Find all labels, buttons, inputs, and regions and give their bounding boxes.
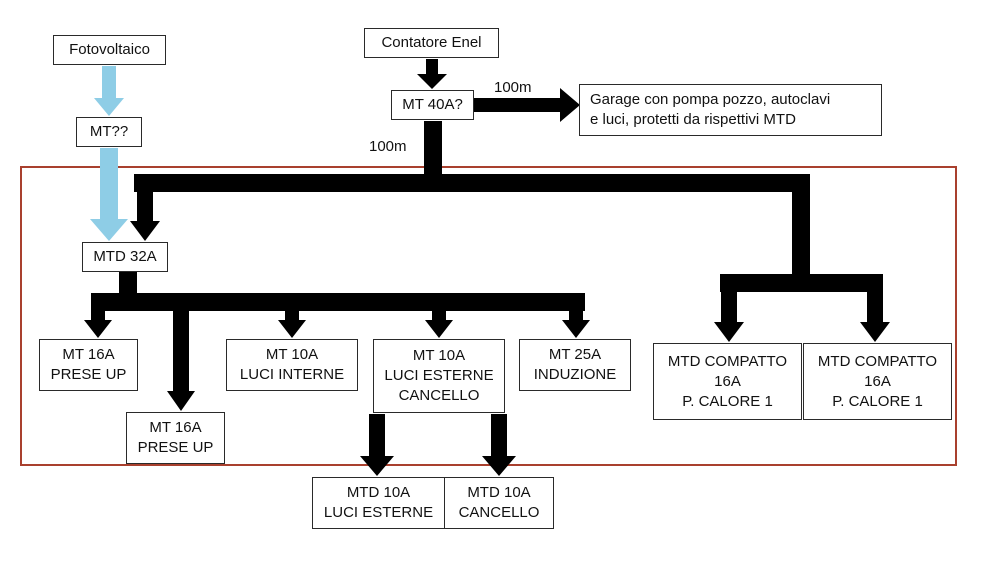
mt10-interne-arrow <box>278 293 306 338</box>
node-label-line: Contatore Enel <box>381 34 482 51</box>
mtd32-drop <box>119 272 137 296</box>
node-label-line: MT 10A <box>265 346 319 363</box>
node-label-line: CANCELLO <box>398 387 480 404</box>
mtd10-cancello-arrow <box>482 414 516 476</box>
mt25-arrow <box>562 293 590 338</box>
protected-area-frame <box>20 166 957 466</box>
node-mtd-compatto-1: MTD COMPATTO 16A P. CALORE 1 <box>653 343 802 420</box>
node-label-line: LUCI ESTERNE <box>323 504 434 521</box>
node-label-line: P. CALORE 1 <box>832 392 923 410</box>
mt16a-arrow-2 <box>167 293 195 411</box>
node-label-line: LUCI INTERNE <box>239 366 345 383</box>
node-mt-10a-luci-interne: MT 10A LUCI INTERNE <box>226 339 358 391</box>
mtd32-bus <box>91 293 585 311</box>
node-label-line: LUCI ESTERNE <box>384 367 494 384</box>
mt16a-arrow-1 <box>84 293 112 338</box>
node-mt-16a-prese-a: MT 16A PRESE UP <box>39 339 138 391</box>
node-label-line: INDUZIONE <box>533 366 617 383</box>
node-label-line: MTD 32A <box>93 248 157 265</box>
node-label-line: 16A <box>714 372 741 390</box>
node-label-line: MTD 10A <box>346 484 411 501</box>
node-contatore-enel: Contatore Enel <box>364 28 499 58</box>
node-label-line: PRESE UP <box>137 439 214 456</box>
node-label-line: P. CALORE 1 <box>682 392 773 410</box>
heatpump-arrow-2 <box>860 274 890 342</box>
node-label-line: MTD COMPATTO <box>667 352 788 370</box>
node-label-line: MT 25A <box>548 346 602 363</box>
node-label-line: MT 10A <box>412 347 466 364</box>
heatpump-bus <box>720 274 882 292</box>
node-label-line: MT 40A? <box>402 96 463 113</box>
mt10-esterne-arrow <box>425 293 453 338</box>
node-mt-25a-induzione: MT 25A INDUZIONE <box>519 339 631 391</box>
node-label-line: MTD 10A <box>467 484 531 501</box>
distance-label-main: 100m <box>369 138 407 155</box>
node-label-line: e luci, protetti da rispettivi MTD <box>590 111 796 128</box>
node-mt-unknown: MT?? <box>76 117 142 147</box>
node-fotovoltaico: Fotovoltaico <box>53 35 166 65</box>
main-bus <box>134 174 810 192</box>
node-label-line: MTD COMPATTO <box>817 352 938 370</box>
node-mtd-10a-luci-esterne: MTD 10A LUCI ESTERNE <box>312 477 445 529</box>
node-garage: Garage con pompa pozzo, autoclavi e luci,… <box>579 84 882 136</box>
node-label-line: Fotovoltaico <box>69 41 150 58</box>
mtd10-luci-arrow <box>360 414 394 476</box>
solar-arrow-2 <box>90 148 128 241</box>
node-label-line: PRESE UP <box>50 366 127 383</box>
node-mtd-compatto-2: MTD COMPATTO 16A P. CALORE 1 <box>803 343 952 420</box>
meter-arrow <box>417 59 447 89</box>
node-label-line: 16A <box>864 372 891 390</box>
node-label-line: MT 16A <box>149 419 202 436</box>
solar-arrow-1 <box>94 66 124 116</box>
node-mt-16a-prese-b: MT 16A PRESE UP <box>126 412 225 464</box>
main-trunk <box>424 121 442 177</box>
node-mtd-10a-cancello: MTD 10A CANCELLO <box>444 477 554 529</box>
mtd32-feed-arrow <box>130 174 160 241</box>
heatpump-drop <box>792 174 810 276</box>
garage-arrow <box>474 88 580 122</box>
node-mt-10a-luci-esterne: MT 10A LUCI ESTERNE CANCELLO <box>373 339 505 413</box>
node-label-line: Garage con pompa pozzo, autoclavi <box>590 91 831 108</box>
node-label-line: CANCELLO <box>458 504 540 521</box>
node-label-line: MT?? <box>89 123 129 140</box>
node-label-line: MT 16A <box>62 346 115 363</box>
heatpump-arrow-1 <box>714 274 744 342</box>
node-mt-40a: MT 40A? <box>391 90 474 120</box>
distance-label-garage: 100m <box>494 79 532 96</box>
node-mtd-32a: MTD 32A <box>82 242 168 272</box>
